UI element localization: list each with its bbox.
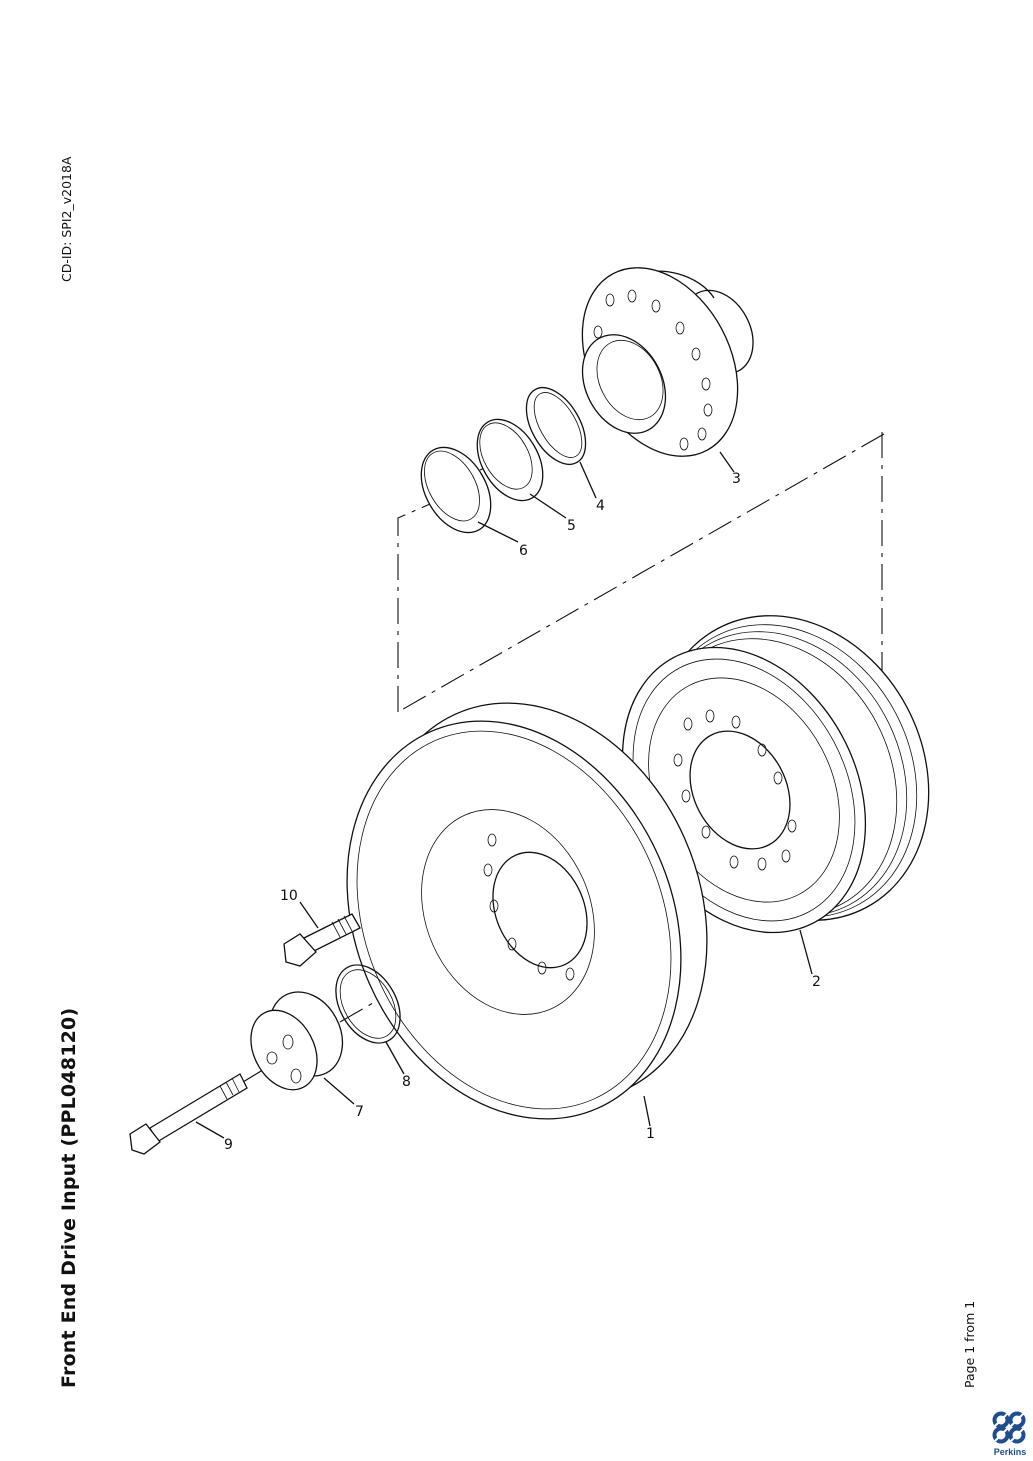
part-seal-ring <box>335 964 401 1044</box>
brand-name: Perkins <box>994 1447 1027 1457</box>
part-ring-4 <box>525 387 587 465</box>
callout-3: 3 <box>732 471 741 487</box>
callout-5: 5 <box>567 518 576 534</box>
part-short-bolt <box>283 913 361 967</box>
leader-lines <box>195 451 813 1139</box>
part-long-bolt <box>129 1073 248 1155</box>
part-ring-5 <box>476 418 544 502</box>
perkins-logo: Perkins <box>992 1411 1027 1457</box>
part-washer <box>250 991 344 1091</box>
callout-10: 10 <box>280 888 298 904</box>
callout-1: 1 <box>646 1126 655 1142</box>
callout-2: 2 <box>812 974 821 990</box>
callout-6: 6 <box>519 543 528 559</box>
callout-8: 8 <box>402 1074 411 1090</box>
callout-7: 7 <box>355 1104 364 1120</box>
part-hub <box>581 267 754 457</box>
callout-4: 4 <box>596 498 605 514</box>
callout-9: 9 <box>224 1137 233 1153</box>
part-ring-6 <box>420 446 492 534</box>
part-damper <box>346 702 708 1120</box>
